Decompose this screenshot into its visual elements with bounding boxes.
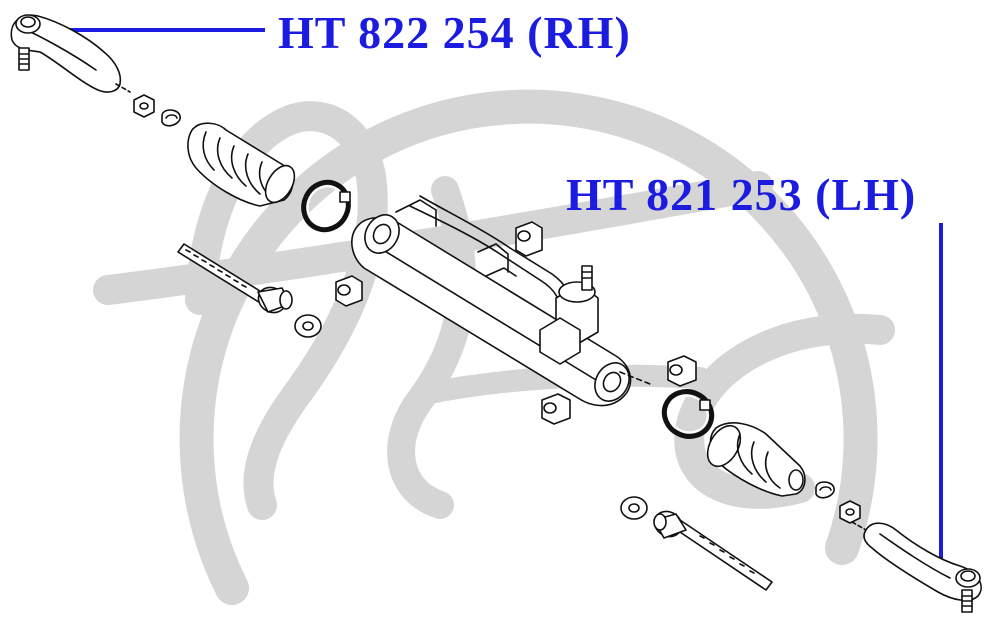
inner-tie-rod-rh (177, 243, 293, 314)
mount-bushing-4 (541, 393, 571, 425)
cotter-clip-rh (161, 109, 181, 127)
mount-bushing-1 (515, 221, 543, 257)
tie-rod-end-rh (10, 14, 131, 93)
mount-bushing-3 (667, 355, 697, 387)
cotter-clip-lh (815, 481, 835, 499)
nut-rh (133, 94, 155, 118)
part-number-label-lh: HT 821 253 (LH) (566, 169, 917, 220)
part-number-label-rh: HT 822 254 (RH) (278, 7, 631, 58)
lock-washer-rh (294, 314, 322, 338)
rack-boot-rh (187, 122, 296, 207)
steering-rack-housing (351, 195, 651, 407)
rack-boot-lh (706, 422, 806, 497)
tie-rod-end-lh (851, 521, 982, 613)
mount-bushing-2 (335, 275, 363, 307)
boot-clamp-lh (661, 389, 715, 439)
nut-lh (839, 500, 861, 524)
inner-tie-rod-lh (653, 510, 773, 591)
lock-washer-lh (620, 496, 648, 520)
boot-clamp-rh (301, 179, 351, 233)
